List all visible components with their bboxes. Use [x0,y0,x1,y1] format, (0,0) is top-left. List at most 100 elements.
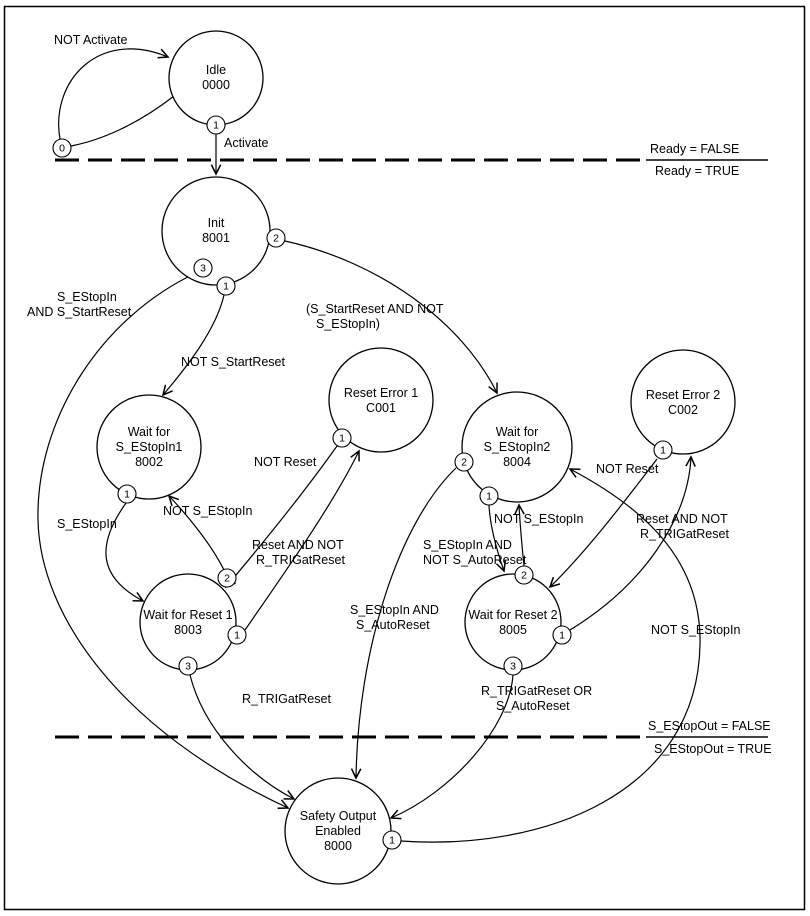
priority-badge-8002-1-label: 1 [124,489,130,501]
edges [37,48,701,843]
state-wait-estopin1-label2: S_EStopIn1 [116,440,183,454]
priority-badge-8003-1 [227,625,247,645]
state-wait-estopin1-code: 8002 [135,455,163,469]
state-wait-estopin2-label1: Wait for [496,425,539,439]
label-rtrig-or-autoreset-2: S_AutoReset [496,699,570,713]
priority-badge-init-2-label: 2 [273,233,279,245]
priority-badge-8005-1 [552,625,572,645]
priority-badge-8005-2-label: 2 [521,570,527,582]
label-not-reset-right: NOT Reset [596,462,659,476]
label-not-s-estopin-left: NOT S_EStopIn [163,504,252,518]
priority-badge-8005-3-label: 3 [510,661,516,673]
edge-8003-to-c001 [244,449,360,631]
state-init-label: Init [208,216,225,230]
priority-badge-c001-1 [332,428,352,448]
state-wait-estopin1 [96,394,202,500]
priority-badge-8000-1-label: 1 [389,835,395,847]
priority-badge-start [52,138,72,158]
state-wait-reset2-code: 8005 [499,623,527,637]
priority-badge-8000-1 [382,830,402,850]
edge-idle-self-loop-out [70,95,175,147]
edge-8005-to-8000 [389,674,514,820]
state-reset-error1 [328,347,434,453]
diagram-border [3,5,806,911]
edge-init-to-8002 [161,294,225,397]
priority-badge-8005-2 [514,565,534,585]
state-wait-reset1-label: Wait for Reset 1 [143,608,232,622]
edge-idle-self-loop-in [58,48,170,140]
label-not-reset-left: NOT Reset [254,455,317,469]
priority-badge-8003-3 [178,656,198,676]
state-safety-output-code: 8000 [324,839,352,853]
label-estop-not-autoreset-2: NOT S_AutoReset [423,553,527,567]
priority-badge-idle-1-label: 1 [213,120,219,132]
label-not-activate: NOT Activate [54,33,127,47]
priority-badge-8003-2 [217,568,237,588]
label-ready-true: Ready = TRUE [655,164,739,178]
label-estopout-true: S_EStopOut = TRUE [654,742,772,756]
priority-badge-init-1-label: 1 [223,281,229,293]
priority-badge-8003-2-label: 2 [224,573,230,585]
label-rtrig-at-reset: R_TRIGatReset [242,692,331,706]
label-estop-and-startreset-1: S_EStopIn [57,290,117,304]
label-not-startreset: NOT S_StartReset [181,355,286,369]
label-reset-and-not-rtrig-right-2: R_TRIGatReset [640,527,729,541]
state-init-code: 8001 [202,231,230,245]
state-wait-reset1 [139,573,237,671]
priority-badge-init-1 [216,276,236,296]
priority-badge-c002-1-label: 1 [660,445,666,457]
state-reset-error2-code: C002 [668,403,698,417]
label-rtrig-or-autoreset-1: R_TRIGatReset OR [481,684,592,698]
edge-8004-to-8005 [488,504,507,573]
priority-badge-8002-1 [117,484,137,504]
state-wait-reset1-code: 8003 [174,623,202,637]
priority-badge-8004-1 [479,486,499,506]
state-wait-reset2 [464,573,562,671]
label-estop-not-autoreset-1: S_EStopIn AND [423,538,512,552]
priority-badge-8004-2-label: 2 [461,457,467,469]
edge-c001-to-8003 [224,445,338,589]
priority-badge-8003-1-label: 1 [234,630,240,642]
edge-8003-to-8000 [189,674,296,800]
edge-8000-to-8004 [400,468,701,843]
label-reset-and-not-rtrig-left-2: R_TRIGatReset [256,553,345,567]
edge-init-to-8000 [37,272,290,810]
boundary-lines [55,158,768,739]
label-estop-autoreset-2: S_AutoReset [356,618,430,632]
label-reset-and-not-rtrig-left-1: Reset AND NOT [252,538,344,552]
priority-badge-idle-1 [206,115,226,135]
transition-labels: NOT Activate Activate Ready = FALSE Read… [27,33,772,756]
priority-badge-init-3 [193,258,213,278]
state-labels: Idle 0000 Init 8001 Wait for S_EStopIn1 … [116,63,721,853]
label-ready-false: Ready = FALSE [650,142,739,156]
priority-badge-8003-3-label: 3 [185,661,191,673]
label-startreset-and-not-estop-1: (S_StartReset AND NOT [306,302,444,316]
edge-8005-to-c002 [569,455,696,631]
state-reset-error1-label: Reset Error 1 [344,386,418,400]
edge-8003-to-8002 [167,494,225,571]
priority-badge-8004-1-label: 1 [486,491,492,503]
priority-badge-init-3-label: 3 [200,263,206,275]
edge-init-to-8004 [284,240,498,395]
priority-badge-c001-1-label: 1 [339,433,345,445]
state-idle-code: 0000 [202,78,230,92]
priority-badge-8005-1-label: 1 [559,630,565,642]
label-estopout-false: S_EStopOut = FALSE [648,719,771,733]
label-not-s-estopin-right: NOT S_EStopIn [651,623,740,637]
state-reset-error2 [630,349,736,455]
state-reset-error1-code: C001 [366,401,396,415]
label-startreset-and-not-estop-2: S_EStopIn) [316,317,380,331]
priority-badge-8004-2 [454,452,474,472]
label-not-s-estopin-mid: NOT S_EStopIn [494,512,583,526]
priority-badges: 0 1 2 3 1 1 1 2 1 1 2 1 3 2 1 3 1 [52,115,673,850]
state-wait-estopin2 [461,391,573,503]
state-reset-error2-label: Reset Error 2 [646,388,720,402]
state-safety-output-label2: Enabled [315,824,361,838]
priority-badge-8005-3 [503,656,523,676]
state-wait-estopin2-label2: S_EStopIn2 [484,440,551,454]
edge-8002-to-8003 [105,502,145,602]
state-wait-estopin1-label1: Wait for [128,425,171,439]
states [96,30,736,885]
